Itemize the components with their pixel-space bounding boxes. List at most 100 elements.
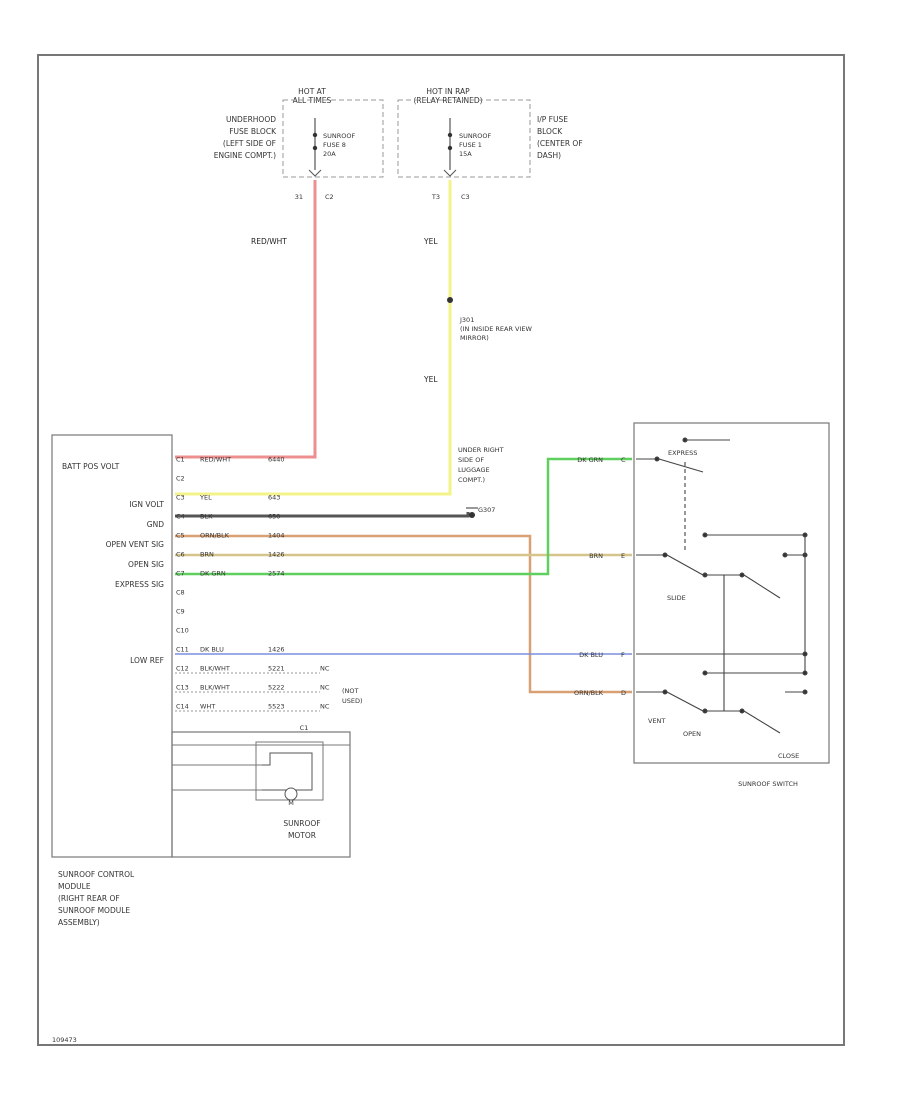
motor-label-1: SUNROOF — [283, 819, 320, 828]
fuse-right-location-1: I/P FUSE — [537, 115, 568, 124]
wire-yellow-label-2: YEL — [423, 375, 438, 384]
signal-ign-volt: IGN VOLT — [129, 500, 164, 509]
fuse-left-header-2: ALL TIMES — [293, 96, 332, 105]
pin-wire-color: BLK — [200, 513, 213, 521]
pin-wire-color: ORN/BLK — [200, 532, 230, 540]
fuse-right-line-2: FUSE 1 — [459, 141, 482, 149]
motor-symbol-label: M — [288, 799, 294, 807]
fuse-right-location-3: (CENTER OF — [537, 139, 583, 148]
switch-pin-green-pin: C — [621, 456, 626, 464]
ground-line-1: UNDER RIGHT — [458, 446, 504, 454]
switch-pin-green-color: DK GRN — [577, 456, 603, 464]
module-name-3: (RIGHT REAR OF — [58, 894, 120, 903]
footer-code: 109473 — [52, 1036, 77, 1044]
pin-circuit: 6440 — [268, 456, 285, 464]
fuse-right-pin: T3 — [431, 193, 440, 201]
pin-circuit: 1426 — [268, 551, 285, 559]
splice-line-1: J301 — [459, 316, 474, 324]
fuse-left-location-4: ENGINE COMPT.) — [214, 151, 276, 160]
fuse-left-line-1: SUNROOF — [323, 132, 355, 140]
fuse-left-line-3: 20A — [323, 150, 336, 158]
switch-internals — [636, 437, 808, 734]
pin-number: C6 — [176, 551, 185, 559]
ground-line-4: COMPT.) — [458, 476, 485, 484]
switch-pin-blue-pin: F — [621, 651, 625, 659]
fuse-block-underhood: HOT AT ALL TIMES SUNROOF FUSE 8 20A UNDE… — [214, 87, 384, 201]
signal-open-vent-sig: OPEN VENT SIG — [106, 540, 165, 549]
pin-nc: NC — [320, 665, 330, 673]
ground-line-2: SIDE OF — [458, 456, 484, 464]
pin-wire-color: BRN — [200, 551, 214, 559]
ground-line-5: G307 — [478, 506, 495, 514]
control-module-box — [51, 434, 173, 858]
splice-line-3: MIRROR) — [460, 334, 489, 342]
signal-open-sig: OPEN SIG — [128, 560, 164, 569]
signal-gnd: GND — [147, 520, 164, 529]
pin-number: C3 — [176, 494, 185, 502]
switch-close-label: CLOSE — [778, 752, 799, 760]
fuse-left-location-2: FUSE BLOCK — [229, 127, 277, 136]
pin-number: C2 — [176, 475, 185, 483]
module-name-2: MODULE — [58, 882, 91, 891]
pin-number: C12 — [176, 665, 189, 673]
wire-green — [175, 457, 632, 576]
switch-pin-blue-color: DK BLU — [579, 651, 603, 659]
motor-box — [171, 731, 351, 858]
wire-black — [175, 512, 470, 518]
switch-pin-orange-color: ORN/BLK — [574, 689, 604, 697]
switch-pin-orange-pin: D — [621, 689, 626, 697]
pin-number: C5 — [176, 532, 185, 540]
fuse-left-connector: C2 — [325, 193, 334, 201]
pin-wire-color: RED/WHT — [200, 456, 231, 464]
pin-number: C4 — [176, 513, 185, 521]
pin-nc: NC — [320, 703, 330, 711]
splice-j301 — [447, 297, 453, 303]
wire-orange-blk — [175, 534, 632, 694]
motor-icon — [284, 787, 298, 801]
pin-circuit: 1404 — [268, 532, 285, 540]
module-name-1: SUNROOF CONTROL — [58, 870, 135, 879]
pin-circuit: 1426 — [268, 646, 285, 654]
signal-low-ref: LOW REF — [130, 656, 164, 665]
switch-slide-label: SLIDE — [667, 594, 686, 602]
pin-circuit: 5222 — [268, 684, 285, 692]
pin-wire-color: DK GRN — [200, 570, 226, 578]
fuse-left-line-2: FUSE 8 — [323, 141, 346, 149]
module-signals: BATT POS VOLT IGN VOLT GND OPEN VENT SIG… — [62, 462, 164, 665]
sunroof-switch-name: SUNROOF SWITCH — [738, 780, 798, 788]
signal-express-sig: EXPRESS SIG — [115, 580, 164, 589]
switch-pin-brown-pin: E — [621, 552, 625, 560]
fuse-right-line-1: SUNROOF — [459, 132, 491, 140]
fuse-right-header-1: HOT IN RAP — [426, 87, 470, 96]
pin-number: C11 — [176, 646, 189, 654]
pin-wire-color: WHT — [200, 703, 215, 711]
pin-number: C9 — [176, 608, 185, 616]
pin-circuit: 643 — [268, 494, 280, 502]
fuse-right-location-2: BLOCK — [537, 127, 563, 136]
fuse-left-location-3: (LEFT SIDE OF — [223, 139, 276, 148]
pin-circuit: 5221 — [268, 665, 285, 673]
motor-connector: C1 — [300, 724, 309, 732]
pin-wire-color: BLK/WHT — [200, 684, 230, 692]
sunroof-switch-box — [633, 422, 830, 764]
pin-number: C10 — [176, 627, 189, 635]
wire-yellow — [175, 180, 452, 496]
switch-pin-brown-color: BRN — [589, 552, 603, 560]
not-used-line-2: USED) — [342, 697, 363, 705]
pin-circuit: 5523 — [268, 703, 285, 711]
switch-open-label: OPEN — [683, 730, 701, 738]
pin-circuit: 2574 — [268, 570, 285, 578]
diagram-frame — [37, 54, 845, 1046]
pin-wire-color: DK BLU — [200, 646, 224, 654]
ground-line-3: LUGGAGE — [458, 466, 490, 474]
wire-red-wht-label: RED/WHT — [251, 237, 287, 246]
motor-label-2: MOTOR — [288, 831, 316, 840]
fuse-right-line-3: 15A — [459, 150, 472, 158]
wire-red-wht — [175, 180, 317, 459]
switch-vent-label: VENT — [648, 717, 665, 725]
signal-batt-pos-volt: BATT POS VOLT — [62, 462, 120, 471]
fuse-left-pin: 31 — [295, 193, 303, 201]
pin-number: C7 — [176, 570, 185, 578]
